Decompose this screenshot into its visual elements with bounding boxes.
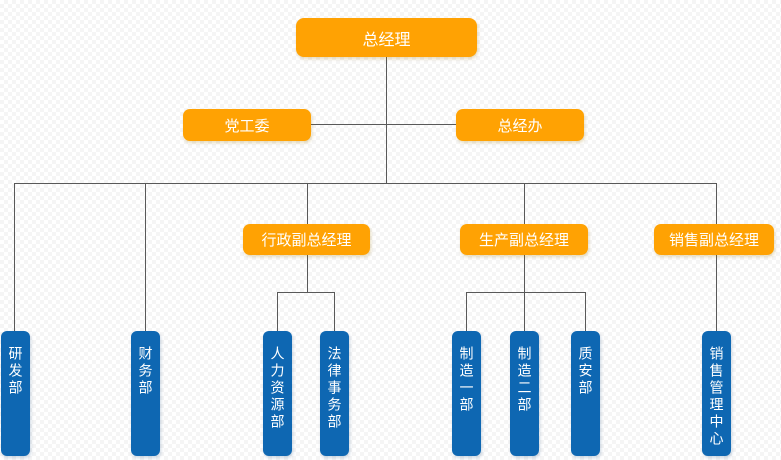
org-node-dept-hr[interactable]: 人力资源部 — [263, 331, 292, 456]
connector-drop-hr — [277, 292, 278, 332]
connector-drop-sales-vgm — [716, 183, 717, 224]
org-node-label: 研发部 — [7, 346, 24, 397]
connector-main-horizontal — [14, 183, 717, 184]
org-node-label: 总经办 — [497, 117, 543, 135]
org-node-label: 法律事务部 — [326, 346, 343, 431]
org-node-dept-manufacturing-1[interactable]: 制造一部 — [452, 331, 481, 456]
connector-production-horizontal — [466, 292, 586, 293]
connector-production-stem — [524, 255, 525, 293]
connector-drop-sales-center — [716, 255, 717, 332]
connector-admin-stem — [307, 255, 308, 293]
org-node-label: 生产副总经理 — [478, 232, 569, 249]
org-node-label: 财务部 — [137, 346, 154, 397]
org-node-gm-office[interactable]: 总经办 — [456, 109, 584, 141]
connector-drop-finance — [145, 183, 146, 331]
org-node-label: 行政副总经理 — [261, 232, 352, 249]
org-node-label: 制造一部 — [458, 346, 475, 414]
org-node-dept-rd[interactable]: 研发部 — [1, 331, 30, 456]
org-node-label: 销售副总经理 — [668, 232, 759, 249]
org-node-sales-vice-gm[interactable]: 销售副总经理 — [654, 224, 774, 255]
org-node-sales-management-center[interactable]: 销售管理中心 — [702, 331, 731, 456]
org-node-label: 制造二部 — [516, 346, 533, 414]
org-node-label: 人力资源部 — [269, 346, 286, 431]
org-node-dept-legal[interactable]: 法律事务部 — [320, 331, 349, 456]
connector-root-drop — [386, 57, 387, 184]
connector-drop-legal — [334, 292, 335, 332]
org-node-label: 质安部 — [577, 346, 594, 397]
org-node-dept-manufacturing-2[interactable]: 制造二部 — [510, 331, 539, 456]
org-node-general-manager[interactable]: 总经理 — [296, 18, 477, 57]
connector-drop-mfg2 — [524, 292, 525, 332]
connector-drop-rd — [14, 183, 15, 331]
org-node-party-work-committee[interactable]: 党工委 — [183, 109, 311, 141]
connector-admin-horizontal — [277, 292, 335, 293]
org-node-label: 党工委 — [224, 117, 270, 135]
org-node-dept-quality-safety[interactable]: 质安部 — [571, 331, 600, 456]
connector-drop-mfg1 — [466, 292, 467, 332]
connector-staff-horizontal — [311, 124, 457, 125]
org-node-label: 总经理 — [362, 31, 411, 49]
org-node-dept-finance[interactable]: 财务部 — [131, 331, 160, 456]
connector-drop-admin-vgm — [307, 183, 308, 224]
org-node-label: 销售管理中心 — [708, 346, 725, 448]
org-node-production-vice-gm[interactable]: 生产副总经理 — [460, 224, 588, 255]
connector-drop-production-vgm — [524, 183, 525, 224]
connector-drop-quality — [585, 292, 586, 332]
org-node-admin-vice-gm[interactable]: 行政副总经理 — [243, 224, 370, 255]
